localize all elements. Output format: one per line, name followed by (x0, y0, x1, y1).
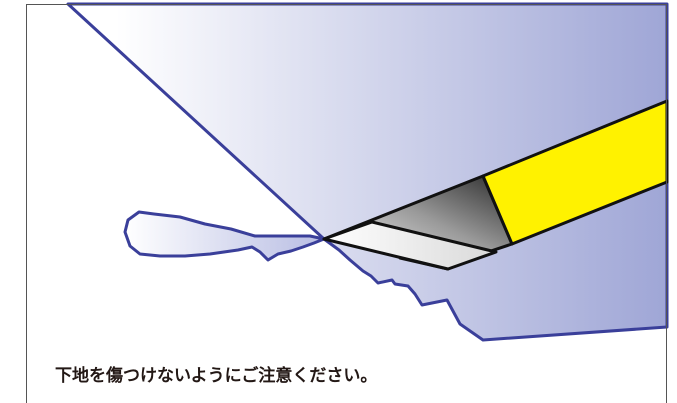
film-sheet (66, 2, 669, 342)
peeled-film-flap (123, 210, 326, 262)
caution-caption: 下地を傷つけないようにご注意ください。 (55, 366, 378, 386)
knife-handle (481, 99, 669, 246)
knife-blade-edge (322, 220, 498, 271)
